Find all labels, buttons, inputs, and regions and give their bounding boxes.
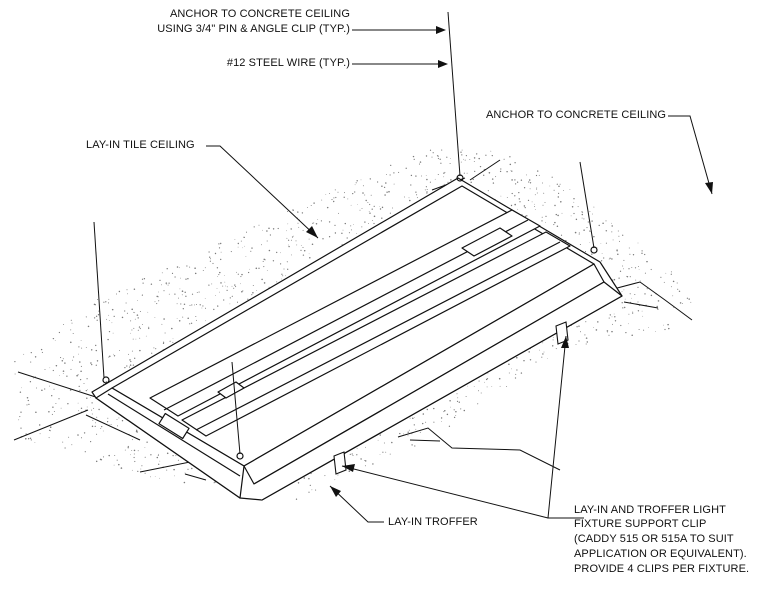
clip-label-line3: (CADDY 515 OR 515A TO SUIT [574,533,734,545]
support-clips [333,321,569,475]
troffer-label: LAY-IN TROFFER [388,516,478,528]
lay-in-troffer [91,174,623,501]
clip-label-line1: LAY-IN AND TROFFER LIGHT [574,504,726,516]
anchor-pin-label-line1: ANCHOR TO CONCRETE CEILING [169,8,350,20]
steel-wire-label: #12 STEEL WIRE (TYP.) [226,57,350,69]
leaders [206,29,713,523]
anchor-ceiling-label: ANCHOR TO CONCRETE CEILING [486,109,667,121]
anchor-pin-label-line2: USING 3/4" PIN & ANGLE CLIP (TYP.) [157,23,350,35]
ceiling-grid [13,159,693,481]
tile-ceiling-label: LAY-IN TILE CEILING [86,139,195,151]
clip-label-line2: FIXTURE SUPPORT CLIP [574,518,707,530]
clip-label-line5: PROVIDE 4 CLIPS PER FIXTURE. [574,563,750,575]
leader-arrowheads [306,26,713,497]
clip-label-line4: APPLICATION OR EQUIVALENT). [574,548,747,560]
steel-wires [93,11,595,455]
